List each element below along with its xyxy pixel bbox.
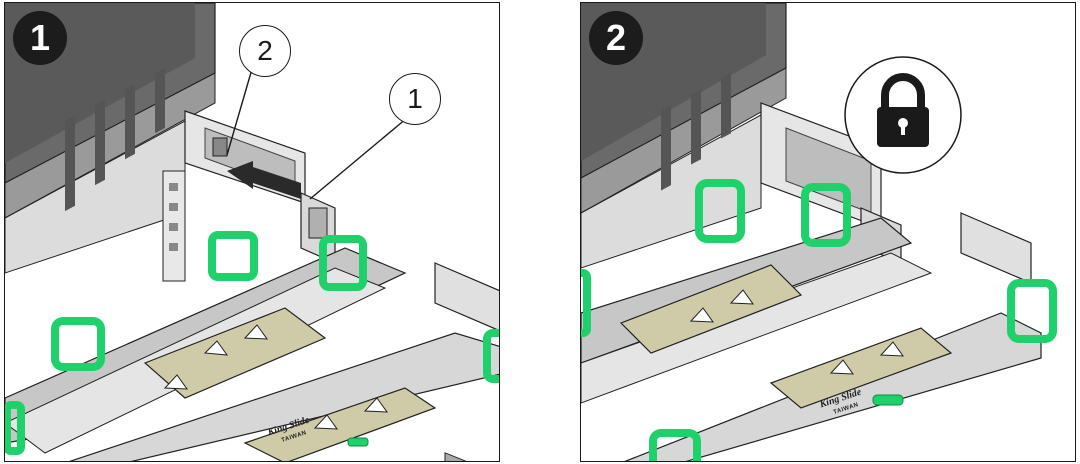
step-number-badge: 2	[589, 11, 643, 65]
velcro-strap	[649, 429, 701, 461]
callout-1: 1	[389, 73, 441, 125]
connector-a-bracket	[300, 192, 336, 264]
velcro-strap	[483, 329, 499, 383]
velcro-strap	[1007, 279, 1057, 343]
cma-lower-arm	[69, 332, 499, 461]
cma-arm	[581, 217, 933, 404]
cma-green-tab[interactable]	[872, 394, 904, 406]
velcro-strap	[801, 183, 851, 247]
velcro-strap	[319, 235, 367, 291]
lock-icon	[843, 55, 963, 175]
step-number-badge: 1	[13, 11, 67, 65]
connector-b-bracket	[960, 212, 1032, 284]
cma-arm	[5, 247, 407, 454]
velcro-strap	[695, 179, 745, 243]
cma-green-tab[interactable]	[347, 437, 369, 447]
cma-lower-arm	[624, 312, 1042, 461]
diagram-panel-step-2: 2 King Slide TAIWAN	[580, 2, 1076, 462]
velcro-strap	[51, 317, 105, 371]
diagram-panel-step-1: 1 2 1 King Slide TAIWAN	[4, 2, 500, 462]
velcro-strap	[208, 231, 258, 281]
velcro-strap	[581, 269, 591, 337]
cma-connector-locked-illustration	[581, 3, 1057, 461]
insert-direction-arrow	[227, 161, 301, 199]
velcro-straps	[581, 179, 1057, 461]
connector-b-bracket	[434, 262, 499, 461]
velcro-straps	[5, 231, 499, 455]
callout-leaders	[226, 68, 408, 200]
velcro-strap	[5, 401, 25, 455]
callout-2: 2	[239, 25, 291, 77]
